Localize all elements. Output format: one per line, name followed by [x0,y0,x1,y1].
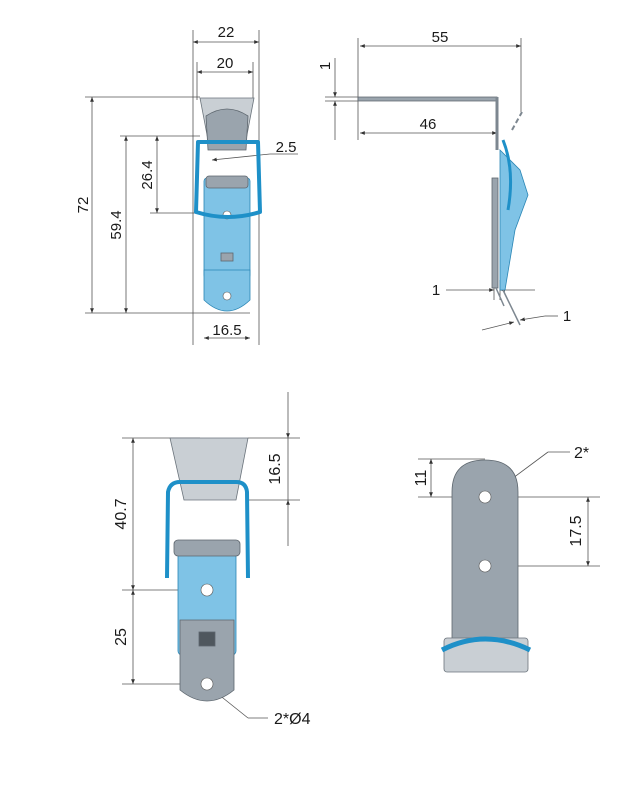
dim-thickness: 1 [317,62,334,70]
side-lever [499,149,529,291]
front-hook-tab [205,108,249,151]
dim-handle-height: 59.4 [108,210,125,239]
dim-hook-depth: 16.5 [267,453,284,484]
dim-top-offset: 11 [413,470,430,487]
dim-catch-holes: 2* [574,445,589,462]
dim-gap: 1 [432,282,440,299]
catch-lower-hole [478,559,492,573]
dim-length: 55 [432,29,449,46]
mounted-hook-plate [169,437,249,501]
dim-overall-width: 22 [218,24,235,41]
catch-hook-ring [440,636,532,653]
catch-upper-hole [478,490,492,504]
side-base [491,177,499,289]
mounted-hinge [173,539,241,557]
mounted-upper-hole [200,583,214,597]
dim-catch-hole-spacing: 17.5 [568,515,585,546]
front-base-plate [203,269,251,312]
catch-plate [451,459,519,641]
mounted-lower-hole [200,677,214,691]
front-slot [220,252,234,262]
mounted-wire-loop [165,480,250,579]
dim-inner-width: 20 [217,55,234,72]
front-lever-body [203,177,251,279]
front-wire-loop [194,140,262,219]
dim-base-width: 16.5 [212,322,241,339]
side-view: 55 46 1 1 1 [317,29,571,331]
dim-holes: 2*Ø4 [274,711,311,728]
front-base-hole [222,291,232,301]
dim-hook-spacing: 40.7 [113,498,130,529]
mounted-view: 40.7 16.5 25 2*Ø4 [113,392,311,728]
dim-inner-length: 46 [420,116,437,133]
dim-hole-spacing: 25 [113,628,130,646]
front-view: 22 20 72 59.4 26.4 2.5 16.5 [75,24,298,345]
dim-height: 72 [75,197,92,214]
mounted-base-plate [179,619,235,702]
dim-wire: 2.5 [276,139,297,156]
dim-tip: 1 [563,308,571,325]
front-hinge [205,175,249,189]
mounted-slot [198,631,216,647]
dim-hook-height: 26.4 [139,160,156,189]
side-wire [501,139,513,211]
side-top-flange [357,96,498,102]
catch-plate-view: 11 17.5 2* [413,445,600,673]
